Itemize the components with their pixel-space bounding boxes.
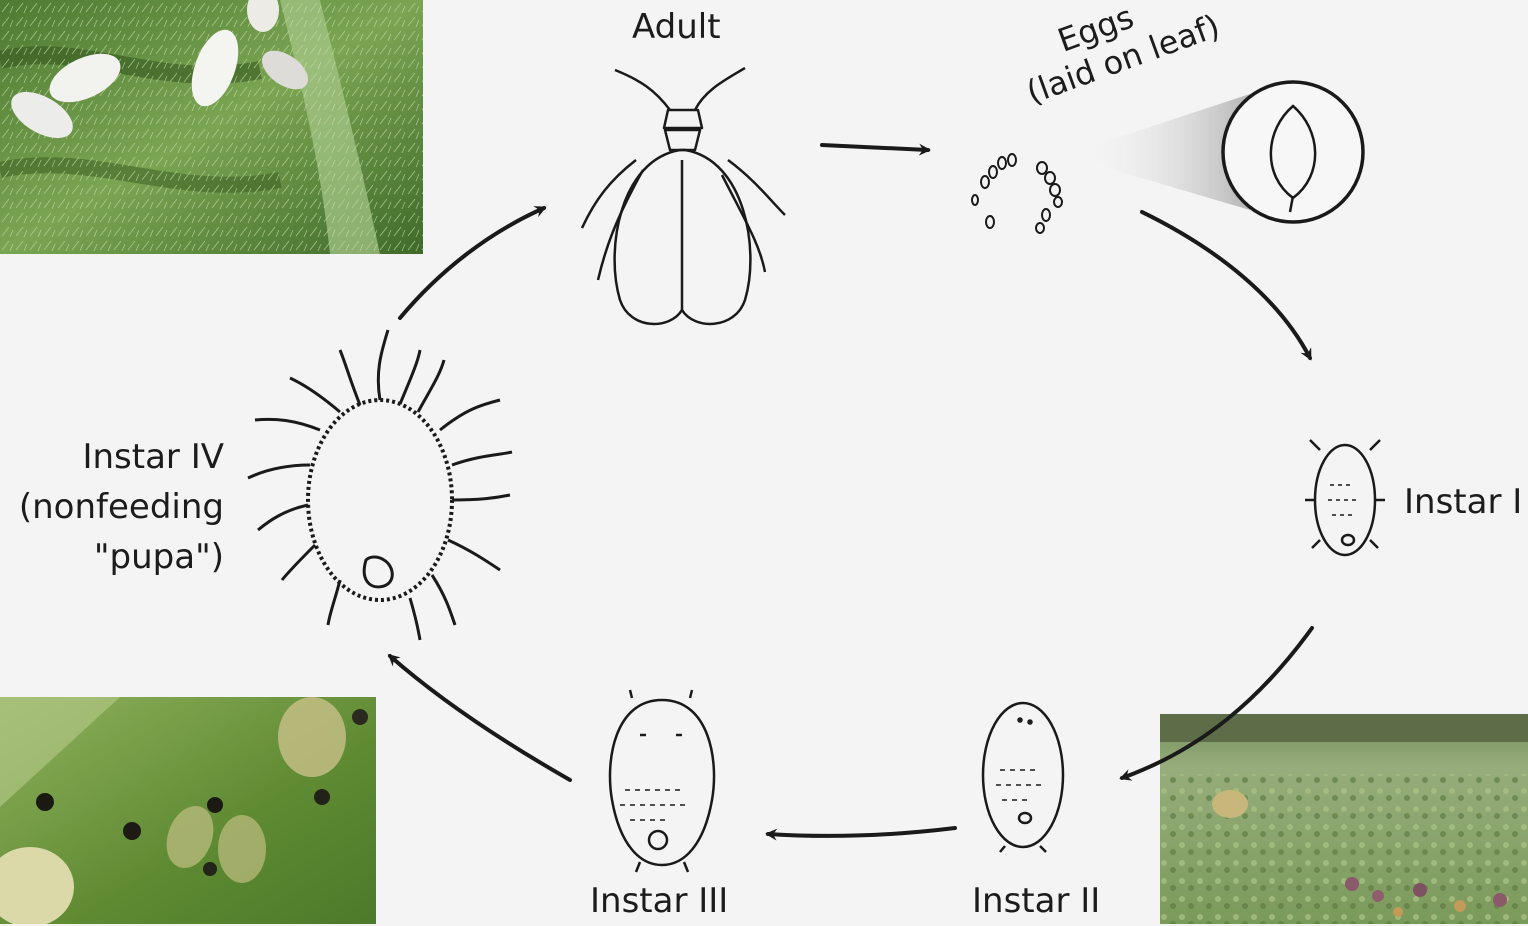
arrow-instar3-to-instar4 (390, 656, 570, 780)
instar1-drawing (1305, 440, 1385, 555)
arrow-adult-to-eggs (822, 145, 928, 150)
adult-label: Adult (632, 2, 721, 52)
adult-whitefly-drawing (582, 68, 785, 324)
arrow-eggs-to-instar1 (1142, 212, 1310, 358)
instar4-pupa-drawing (248, 330, 512, 640)
arrow-instar1-to-instar2 (1122, 628, 1312, 778)
instar1-label: Instar I (1404, 477, 1522, 527)
instar2-drawing (983, 703, 1063, 852)
instar4-label-line3: "pupa") (94, 532, 224, 582)
instar4-label-line2: (nonfeeding (19, 482, 224, 532)
arrow-instar2-to-instar3 (768, 828, 955, 836)
eggs-drawing (972, 154, 1062, 233)
instar2-label: Instar II (972, 876, 1100, 926)
leaf-circle-icon (1223, 82, 1363, 222)
instar3-label: Instar III (590, 876, 728, 926)
instar4-label-line1: Instar IV (82, 432, 224, 482)
instar3-drawing (610, 690, 714, 872)
arrow-instar4-to-adult (400, 208, 544, 318)
